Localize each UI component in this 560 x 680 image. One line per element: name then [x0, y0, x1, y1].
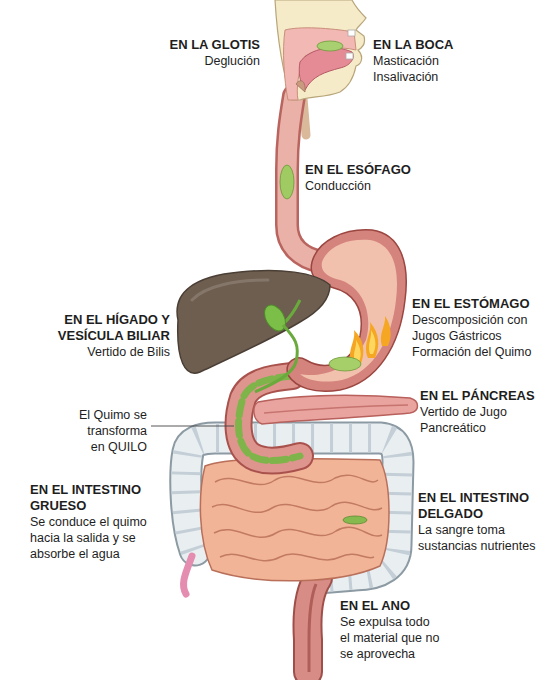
head: [275, 0, 366, 100]
organ-heading: EN EL INTESTINO GRUESO: [30, 482, 155, 514]
liver: [177, 271, 330, 374]
stomach: [366, 322, 378, 358]
gallbladder: [255, 300, 300, 392]
rectum: [307, 578, 318, 672]
small-intestine: [343, 516, 367, 524]
pancreas: [264, 405, 408, 413]
function-text: Descomposición con Jugos Gástricos Forma…: [412, 312, 547, 360]
function-text: Vertido de Jugo Pancreático: [420, 404, 550, 436]
head: [275, 0, 366, 100]
organ-heading: EN LA BOCA: [373, 37, 483, 53]
gallbladder: [255, 325, 297, 392]
small-intestine: [200, 458, 389, 580]
function-text: Se conduce el quimo hacia la salida y se…: [30, 514, 155, 562]
head: [296, 81, 305, 92]
function-text: Conducción: [305, 178, 435, 194]
head: [317, 41, 343, 51]
leader-line: [151, 426, 234, 427]
organ-heading: EN LA GLOTIS: [150, 37, 260, 53]
small-intestine: [212, 502, 382, 512]
function-text: El Quimo se transforma en QUILO: [74, 407, 147, 455]
organ-heading: EN EL HÍGADO Y VESÍCULA BILIAR: [35, 312, 170, 344]
appendix: [184, 556, 192, 594]
stomach: [369, 330, 375, 354]
small-intestine: [200, 458, 389, 580]
organ-heading: EN EL INTESTINO DELGADO: [418, 490, 553, 522]
organ-heading: EN EL ESTÓMAGO: [412, 296, 547, 312]
liver: [177, 271, 330, 374]
liver: [192, 280, 268, 300]
small-intestine: [220, 554, 374, 561]
small-intestine: [214, 527, 382, 537]
esophagus: [280, 165, 294, 199]
function-text: Masticación Insalivación: [373, 53, 483, 85]
head: [299, 48, 353, 90]
stomach: [381, 316, 391, 346]
head: [346, 53, 353, 59]
pancreas: [254, 395, 418, 424]
organ-heading: EN EL ESÓFAGO: [305, 162, 435, 178]
function-text: Deglución: [150, 53, 260, 69]
small-intestine: [215, 475, 378, 484]
function-text: Se expulsa todo el material que no se ap…: [340, 614, 441, 662]
head: [284, 28, 356, 100]
function-text: La sangre toma sustancias nutrientes: [418, 522, 553, 554]
organ-heading: EN EL ANO: [340, 598, 441, 614]
rectum: [309, 584, 316, 672]
stomach: [329, 357, 361, 371]
organ-heading: EN EL PÁNCREAS: [420, 388, 550, 404]
rectum: [307, 578, 318, 672]
function-text: Vertido de Bilis: [35, 344, 170, 360]
pancreas: [254, 395, 418, 424]
head: [348, 30, 355, 36]
rectum: [307, 578, 318, 672]
